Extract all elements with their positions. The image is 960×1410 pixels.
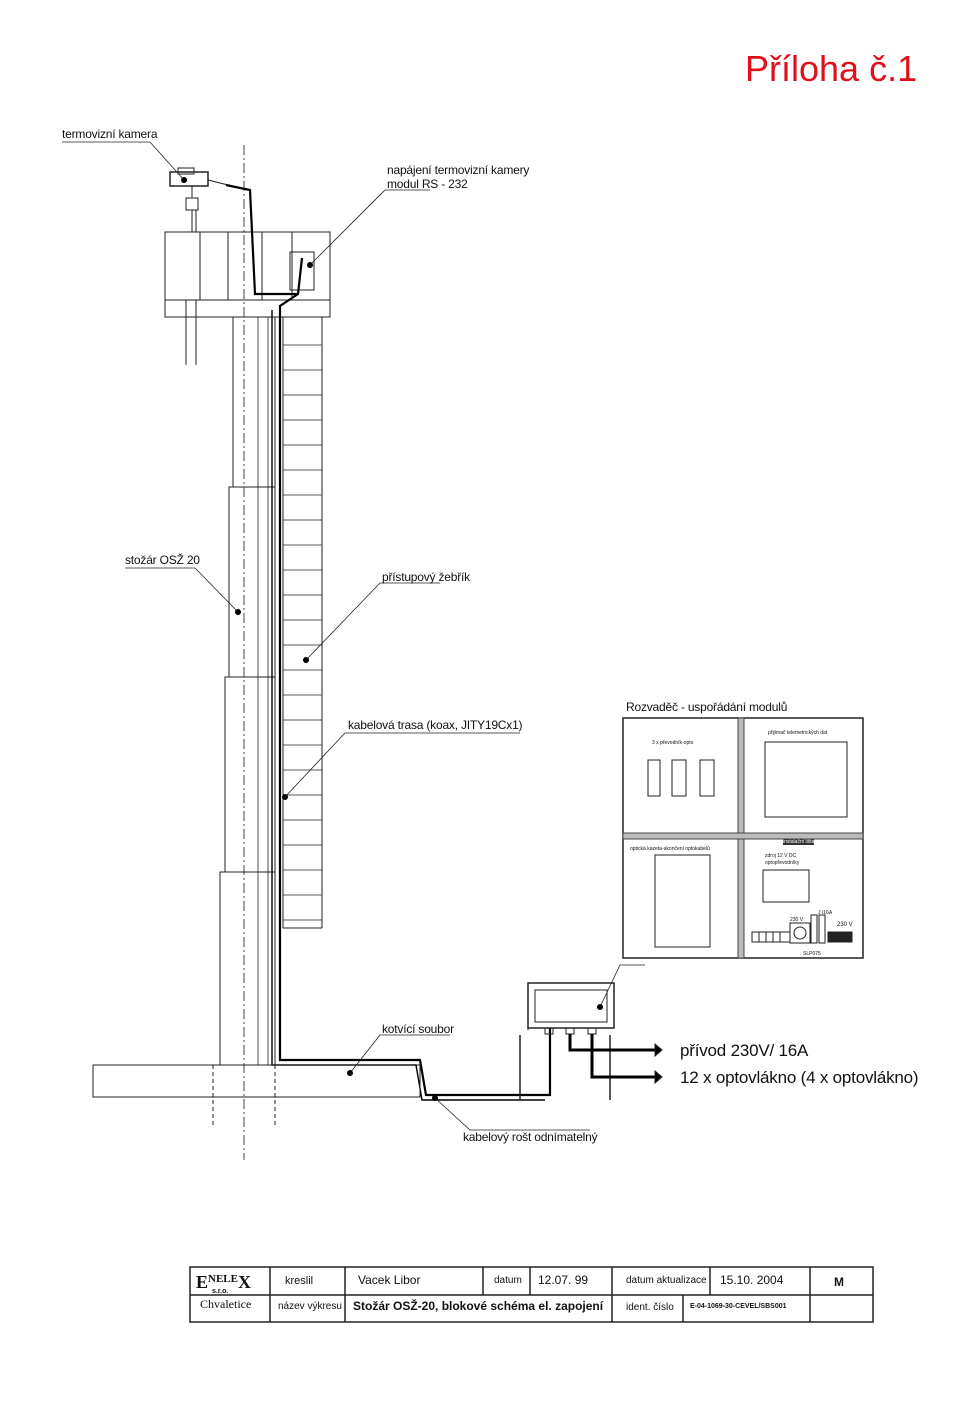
label-anchor-set: kotvící soubor [382, 1022, 454, 1036]
foundation [92, 1035, 611, 1125]
title-block-frame [189, 1266, 874, 1323]
cabinet-breaker: J /16A [818, 910, 833, 916]
cabinet-layout [622, 717, 864, 959]
scale-value: M [834, 1275, 844, 1289]
name-label: název výkresu [278, 1301, 342, 1312]
label-fibers: 12 x optovlákno (4 x optovlákno) [680, 1068, 919, 1087]
cabinet-230v-b: 230 V [837, 922, 853, 928]
logo-suffix: X [237, 1272, 251, 1292]
update-value: 15.10. 2004 [720, 1273, 784, 1287]
name-value: Stožár OSŽ-20, blokové schéma el. zapoje… [353, 1299, 604, 1313]
date-label: datum [494, 1275, 522, 1286]
label-mast: stožár OSŽ 20 [125, 553, 200, 567]
annex-title: Příloha č.1 [745, 48, 918, 89]
label-cable-tray: kabelový rošt odnímatelný [463, 1130, 598, 1144]
ident-value: E-04-1069-30-CEVEL/SBS001 [690, 1303, 787, 1310]
leader-dots [181, 177, 603, 1101]
ground-cabinet [527, 982, 663, 1085]
cable-route [225, 183, 552, 1097]
access-ladder [282, 317, 323, 929]
company-logo: ENELEX [196, 1272, 251, 1293]
update-label: datum aktualizace [626, 1275, 707, 1286]
cabinet-install-strip: instalační lišta [783, 839, 815, 845]
cabinet-spd: SLP075 [803, 951, 821, 957]
cabinet-optical-cassette: optická kazeta-ukončení optokabelů [630, 846, 710, 852]
leader-lines [62, 141, 645, 1131]
logo-prefix: E [196, 1272, 209, 1292]
cabinet-title: Rozvaděč - uspořádání modulů [626, 700, 788, 714]
label-cable-route: kabelová trasa (koax, JITY19Cx1) [348, 718, 523, 732]
cabinet-psu-target: optopřevodníky [765, 860, 800, 866]
label-camera-power: napájení termovizní kamery [387, 163, 530, 177]
date-value: 12.07. 99 [538, 1273, 589, 1287]
label-rs232-module: modul RS - 232 [387, 177, 468, 191]
ident-label: ident. číslo [626, 1302, 674, 1313]
company-city: Chvaletice [200, 1297, 252, 1311]
cabinet-telemetry-receiver: přijímač telemetrických dat [768, 730, 828, 736]
label-power-supply: přívod 230V/ 16A [680, 1041, 809, 1060]
mast-body [219, 316, 276, 1066]
label-ladder: přístupový žebřík [382, 570, 470, 584]
cable-route-inner [271, 310, 545, 1101]
drawn-value: Vacek Libor [358, 1273, 421, 1287]
ladder-rungs [283, 344, 322, 921]
cabinet-converters: 3 x převodník-opto [652, 740, 694, 746]
drawn-label: kreslil [285, 1275, 314, 1287]
company-form: s.r.o. [212, 1288, 229, 1295]
label-thermal-camera: termovizní kamera [62, 127, 158, 141]
cabinet-psu: zdroj 12 V DC [765, 853, 797, 859]
logo-name: NELE [208, 1273, 238, 1285]
cabinet-230v-a: 230 V [790, 917, 804, 923]
